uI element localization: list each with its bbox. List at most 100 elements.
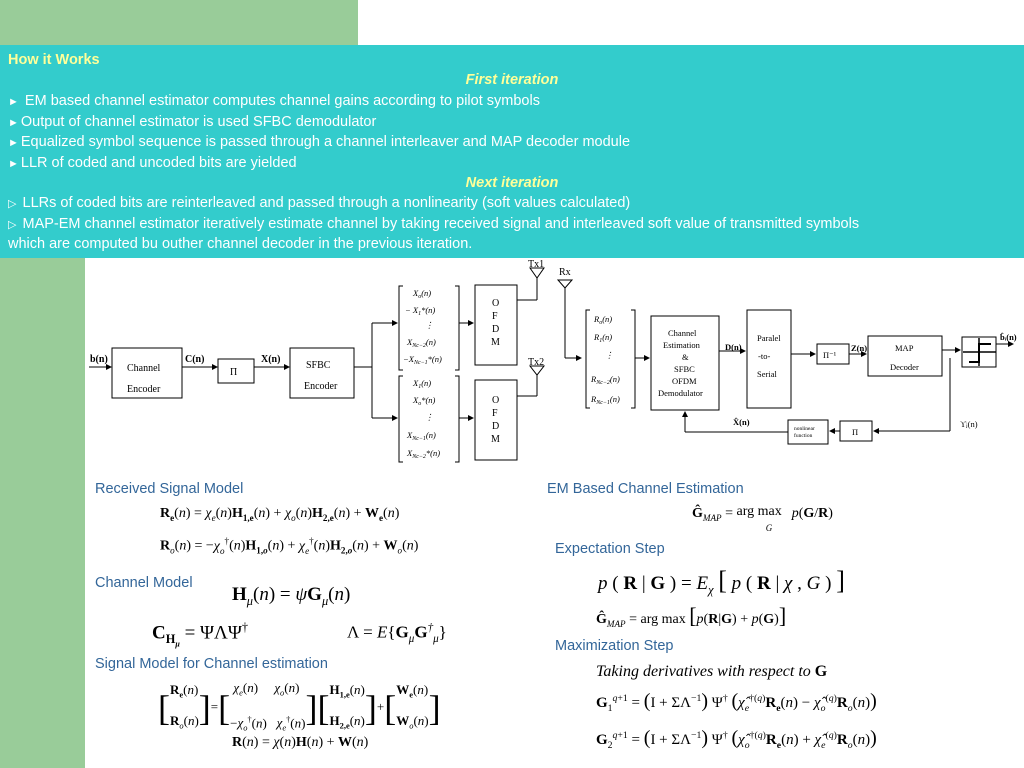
p2s-label-3: Serial (757, 369, 777, 379)
svg-text:XNc−2(n): XNc−2(n) (406, 337, 436, 349)
how-it-works-panel: How it Works First iteration ► EM based … (0, 45, 1024, 258)
svg-text:RNc−2(n): RNc−2(n) (590, 374, 620, 386)
bullet-triangle-icon: ▷ (8, 198, 17, 210)
equation-lambda: Λ = E{GμG†μ} (347, 622, 447, 646)
chest-label-2: Estimation (663, 340, 701, 350)
reinterleaver-label: Π (852, 427, 858, 437)
sfbc-encoder-block (289, 347, 355, 399)
deinterleaver-label: Π⁻¹ (823, 350, 837, 360)
ofdm1-m: M (491, 337, 500, 348)
output-bits-label: b̂ᵢ(n) (1000, 331, 1017, 342)
first-item-1: ► EM based channel estimator computes ch… (8, 93, 540, 109)
channel-encoder-block (111, 347, 183, 399)
channel-estimation-block (650, 315, 720, 411)
equation-map-expectation: ĜMAP = arg max [p(R|G) + p(G)] (596, 603, 787, 629)
ofdm1-f: F (492, 311, 498, 322)
next-item-1-text: LLRs of coded bits are reinterleaved and… (22, 195, 631, 211)
map-label-1: MAP (895, 343, 914, 353)
svg-text:⋮: ⋮ (605, 350, 614, 360)
bullet-arrow-icon: ► (8, 158, 19, 170)
ofdm1-d: D (492, 324, 499, 335)
interleaver-label: Π (230, 367, 237, 378)
svg-text:⋮: ⋮ (425, 320, 434, 330)
svg-text:X1(n): X1(n) (412, 378, 431, 390)
next-item-1: ▷ LLRs of coded bits are reinterleaved a… (8, 195, 630, 211)
rx-antenna-icon (556, 279, 574, 289)
first-item-4-text: LLR of coded and uncoded bits are yielde… (20, 155, 297, 171)
tx2-label: Tx2 (528, 357, 544, 368)
map-decoder-block (867, 335, 943, 377)
bullet-arrow-icon: ► (8, 117, 19, 129)
ofdm-block-2 (474, 379, 518, 461)
equation-g2-update: G2q+1 = (I + ΣΛ−1) Ψ† (χ̂o†(q)Re(n) + χ̂… (596, 727, 877, 751)
argmax-text: arg max (736, 504, 782, 519)
bullet-triangle-icon: ▷ (8, 219, 17, 231)
svg-text:⋮: ⋮ (425, 412, 434, 422)
equation-ro: Ro(n) = −χo†(n)H1,o(n) + χe†(n)H2,o(n) +… (160, 536, 419, 556)
channel-encoder-label-2: Encoder (127, 384, 161, 395)
first-item-3-text: Equalized symbol sequence is passed thro… (20, 134, 631, 150)
next-item-2: ▷ MAP-EM channel estimator iteratively e… (8, 216, 859, 232)
derivatives-text: Taking derivatives with respect to (596, 663, 811, 680)
sfbc-label-2: Encoder (304, 381, 338, 392)
signal-model-ce-title: Signal Model for Channel estimation (95, 656, 328, 672)
chest-label-4: SFBC (674, 364, 695, 374)
next-item-2-continuation: which are computed bu outher channel dec… (8, 236, 473, 252)
next-item-2-text: MAP-EM channel estimator iteratively est… (22, 216, 860, 232)
side-green-band (0, 258, 85, 768)
em-based-title: EM Based Channel Estimation (547, 481, 744, 497)
expectation-step-title: Expectation Step (555, 541, 665, 557)
svg-text:Xo(n): Xo(n) (412, 288, 431, 300)
ofdm2-d: D (492, 421, 499, 432)
first-item-2: ►Output of channel estimator is used SFB… (8, 114, 376, 130)
nonlinear-label-2: function (794, 432, 813, 439)
chest-label-6: Demodulator (658, 388, 703, 398)
nonlinear-label-1: nonlinear (794, 426, 815, 432)
svg-text:Ro(n): Ro(n) (593, 314, 612, 326)
ofdm1-o: O (492, 298, 499, 309)
ofdm2-o: O (492, 395, 499, 406)
argmax-sub: G (765, 523, 773, 533)
interleaver-block (217, 358, 255, 384)
nonlinear-block (787, 419, 829, 445)
chest-label-1: Channel (668, 328, 697, 338)
first-iteration-heading: First iteration (465, 72, 559, 88)
next-iteration-heading: Next iteration (465, 175, 559, 191)
bullet-arrow-icon: ► (8, 96, 19, 108)
equation-matrix-model: [Re(n)Ro(n)]=[ χe(n) χo(n)−χo†(n) χe†(n)… (158, 680, 441, 733)
symbols-label: X(n) (261, 354, 280, 365)
equation-derivatives: Taking derivatives with respect to G (596, 663, 828, 680)
svg-text:XNc−1(n): XNc−1(n) (406, 430, 436, 442)
first-item-1-text: EM based channel estimator computes chan… (24, 93, 540, 109)
svg-text:− X1*(n): − X1*(n) (405, 305, 435, 317)
svg-text:XNc−2*(n): XNc−2*(n) (406, 448, 440, 460)
maximization-step-title: Maximization Step (555, 638, 674, 654)
tx2-antenna-icon (528, 365, 546, 376)
chest-label-5: OFDM (672, 376, 697, 386)
equation-g1-update: G1q+1 = (I + ΣΛ−1) Ψ† (χ̂e†(q)Re(n) − χ̂… (596, 690, 877, 714)
panel-title: How it Works (8, 52, 100, 68)
equation-channel-model: Hμ(n) = ψGμ(n) (232, 584, 351, 608)
ofdm2-f: F (492, 408, 498, 419)
parallel-to-serial-block (746, 309, 792, 409)
svg-text:−XNc−1*(n): −XNc−1*(n) (403, 354, 442, 366)
first-item-4: ►LLR of coded and uncoded bits are yield… (8, 155, 297, 171)
svg-text:Xo*(n): Xo*(n) (412, 395, 436, 407)
argmax-text-2: arg max (640, 612, 686, 627)
p2s-label-2: -to- (758, 351, 770, 361)
channel-encoder-label-1: Channel (127, 363, 161, 374)
svg-text:RNc−1(n): RNc−1(n) (590, 394, 620, 406)
system-block-diagram: b(n) Channel Encoder C(n) Π X(n) SFBC En… (89, 259, 1017, 463)
ofdm2-m: M (491, 434, 500, 445)
bullet-arrow-icon: ► (8, 137, 19, 149)
p2s-label-1: Paralel (757, 333, 781, 343)
chest-label-3: & (682, 352, 689, 362)
input-bits-label: b(n) (90, 354, 108, 365)
rx-label: Rx (559, 267, 571, 278)
first-item-2-text: Output of channel estimator is used SFBC… (20, 114, 377, 130)
equation-covariance: CHμ = ΨΛΨ† (152, 620, 249, 649)
equation-map: ĜMAP = arg maxG p(G/R) (692, 504, 833, 534)
d-label: D(n) (725, 342, 742, 352)
coded-bits-label: C(n) (185, 354, 204, 365)
equation-re: Re(n) = χe(n)H1,e(n) + χo(n)H2,e(n) + We… (160, 506, 400, 523)
